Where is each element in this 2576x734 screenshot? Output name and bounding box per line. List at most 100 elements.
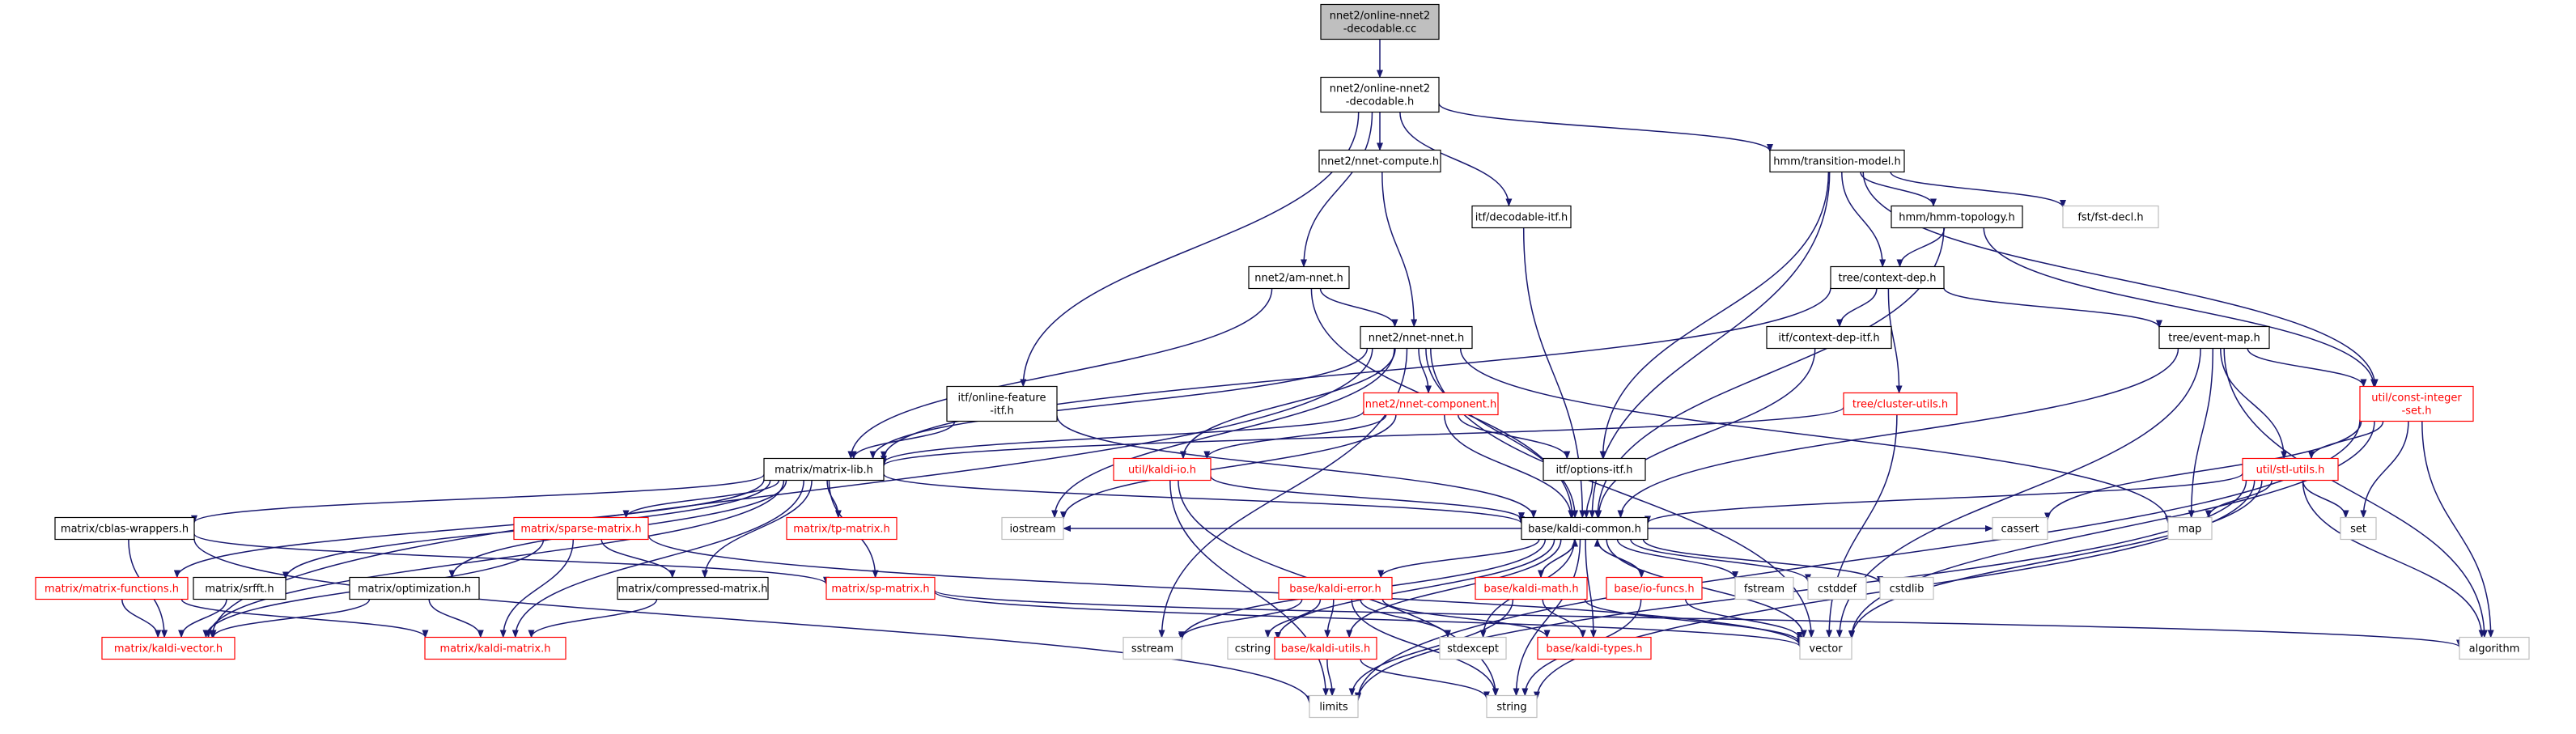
node-util-const-integer-set-h[interactable]: util/const-integer-set.h (2359, 385, 2474, 422)
edge-sparse-to-compressed (601, 539, 676, 579)
node-label: matrix/kaldi-matrix.h (440, 643, 551, 656)
node-matrix-sp-matrix-h[interactable]: matrix/sp-matrix.h (825, 576, 936, 600)
node-matrix-compressed-matrix-h[interactable]: matrix/compressed-matrix.h (617, 576, 769, 600)
node-hmm-hmm-topology-h[interactable]: hmm/hmm-topology.h (1891, 205, 2023, 229)
node-base-kaldi-utils-h[interactable]: base/kaldi-utils.h (1274, 636, 1377, 660)
edge-spmatrix-to-vector (934, 591, 1803, 647)
edge-constint-to-algorithm (2421, 421, 2494, 639)
node-nnet2-online-nnet2-decodable-cc[interactable]: nnet2/online-nnet2-decodable.cc (1320, 3, 1440, 40)
edge-iofuncs-to-kaldicommon (1594, 538, 1643, 578)
node-base-io-funcs-h[interactable]: base/io-funcs.h (1606, 576, 1703, 600)
node-label: map (2179, 524, 2202, 536)
node-label: base/kaldi-types.h (1547, 643, 1643, 656)
node-label: base/kaldi-common.h (1528, 524, 1641, 536)
edge-ctxdep-to-matrixlib (881, 287, 1831, 460)
node-hmm-transition-model-h[interactable]: hmm/transition-model.h (1769, 149, 1905, 173)
node-label: itf/context-dep-itf.h (1778, 333, 1879, 345)
edge-eventmap-to-constint (2247, 348, 2367, 388)
node-label: iostream (1009, 524, 1055, 536)
node-matrix-matrix-lib-h[interactable]: matrix/matrix-lib.h (763, 457, 885, 482)
edge-matrixlib-to-compressed (701, 480, 813, 579)
edge-sparse-to-kaldimatrix (499, 539, 575, 639)
node-util-stl-utils-h[interactable]: util/stl-utils.h (2242, 457, 2339, 482)
node-base-kaldi-common-h[interactable]: base/kaldi-common.h (1521, 516, 1649, 541)
node-label: -decodable.cc (1343, 23, 1417, 36)
node-label: cstdlib (1890, 583, 1925, 596)
node-base-kaldi-math-h[interactable]: base/kaldi-math.h (1475, 576, 1588, 600)
node-box (1799, 636, 1852, 660)
node-label: stdexcept (1447, 643, 1499, 656)
node-nnet2-nnet-compute-h[interactable]: nnet2/nnet-compute.h (1318, 149, 1441, 173)
node-base-kaldi-types-h[interactable]: base/kaldi-types.h (1537, 636, 1652, 660)
node-matrix-kaldi-vector-h[interactable]: matrix/kaldi-vector.h (101, 636, 236, 660)
node-nnet2-nnet-nnet-h[interactable]: nnet2/nnet-nnet.h (1360, 325, 1473, 350)
edge-matrixlib-to-sparse (622, 480, 780, 519)
node-base-kaldi-error-h[interactable]: base/kaldi-error.h (1278, 576, 1393, 600)
node-tree-cluster-utils-h[interactable]: tree/cluster-utils.h (1843, 392, 1958, 416)
node-label: tree/event-map.h (2168, 333, 2260, 345)
node-box (1766, 325, 1892, 350)
edge-hmmtopo-to-ctxdep (1896, 227, 1946, 268)
node-box (54, 516, 195, 541)
node-box (786, 516, 898, 541)
node-iostream: iostream (1001, 516, 1064, 541)
edge-eventmap-to-stlutils (2220, 348, 2288, 460)
node-itf-decodable-itf-h[interactable]: itf/decodable-itf.h (1471, 205, 1572, 229)
node-label: base/kaldi-utils.h (1281, 643, 1371, 656)
node-label: nnet2/nnet-nnet.h (1369, 333, 1464, 345)
edge-optimization-to-kaldimatrix (428, 599, 484, 639)
edge-clusterutils-to-matrixlib (881, 406, 1844, 467)
node-matrix-matrix-functions-h[interactable]: matrix/matrix-functions.h (35, 576, 189, 600)
node-box (1734, 576, 1794, 600)
edge-stlutils-to-vector (1848, 480, 2263, 639)
node-itf-context-dep-itf-h[interactable]: itf/context-dep-itf.h (1766, 325, 1892, 350)
node-label: matrix/sp-matrix.h (831, 583, 929, 596)
node-box (2340, 516, 2377, 541)
node-map: map (2167, 516, 2213, 541)
node-matrix-cblas-wrappers-h[interactable]: matrix/cblas-wrappers.h (54, 516, 195, 541)
node-util-kaldi-io-h[interactable]: util/kaldi-io.h (1113, 457, 1212, 482)
node-tree-event-map-h[interactable]: tree/event-map.h (2158, 325, 2270, 350)
edge-srfft-to-kaldivector (178, 599, 227, 639)
edge-kaldicommon-to-cstring (1275, 539, 1555, 640)
node-itf-online-feature-itf-h[interactable]: itf/online-feature-itf.h (946, 385, 1058, 422)
edge-optimization-to-kaldivector (210, 599, 371, 639)
node-box (1543, 457, 1646, 482)
node-box (617, 576, 769, 600)
edge-kaldicommon-to-string (1513, 539, 1581, 697)
node-box (1891, 205, 2023, 229)
node-box (2167, 516, 2213, 541)
node-box (1439, 636, 1507, 660)
edge-stlutils-to-kaldicommon (1644, 473, 2243, 524)
edge-sparse-to-vector (647, 534, 1803, 647)
node-tree-context-dep-h[interactable]: tree/context-dep.h (1830, 265, 1945, 290)
edge-kaldierror-to-sstream (1178, 599, 1303, 640)
node-label: limits (1319, 702, 1348, 714)
node-nnet2-online-nnet2-decodable-h[interactable]: nnet2/online-nnet2-decodable.h (1320, 76, 1440, 113)
node-label: algorithm (2469, 643, 2520, 656)
node-box (35, 576, 189, 600)
node-box (1363, 392, 1499, 416)
node-label: util/stl-utils.h (2256, 465, 2325, 477)
edge-constint-to-set (2360, 421, 2409, 519)
node-nnet2-nnet-component-h[interactable]: nnet2/nnet-component.h (1363, 392, 1499, 416)
node-box (1830, 265, 1945, 290)
node-label: cassert (2001, 524, 2039, 536)
node-matrix-srfft-h[interactable]: matrix/srfft.h (193, 576, 286, 600)
node-itf-options-itf-h[interactable]: itf/options-itf.h (1543, 457, 1646, 482)
node-label: -decodable.h (1346, 96, 1415, 108)
node-box (1843, 392, 1958, 416)
node-box (1807, 576, 1867, 600)
edge-stlutils-to-set (2302, 480, 2349, 519)
node-matrix-tp-matrix-h[interactable]: matrix/tp-matrix.h (786, 516, 898, 541)
node-nnet2-am-nnet-h[interactable]: nnet2/am-nnet.h (1248, 265, 1350, 290)
node-label: base/kaldi-error.h (1289, 583, 1381, 596)
edge-stlutils-to-algorithm (2302, 480, 2485, 639)
node-label: matrix/tp-matrix.h (793, 524, 890, 536)
edge-cblas-to-spmatrix (193, 533, 830, 585)
node-matrix-kaldi-matrix-h[interactable]: matrix/kaldi-matrix.h (424, 636, 567, 660)
node-matrix-sparse-matrix-h[interactable]: matrix/sparse-matrix.h (513, 516, 649, 541)
node-matrix-optimization-h[interactable]: matrix/optimization.h (349, 576, 480, 600)
node-sstream: sstream (1122, 636, 1182, 660)
edge-transmodel-to-optionsitf (1599, 172, 1830, 460)
